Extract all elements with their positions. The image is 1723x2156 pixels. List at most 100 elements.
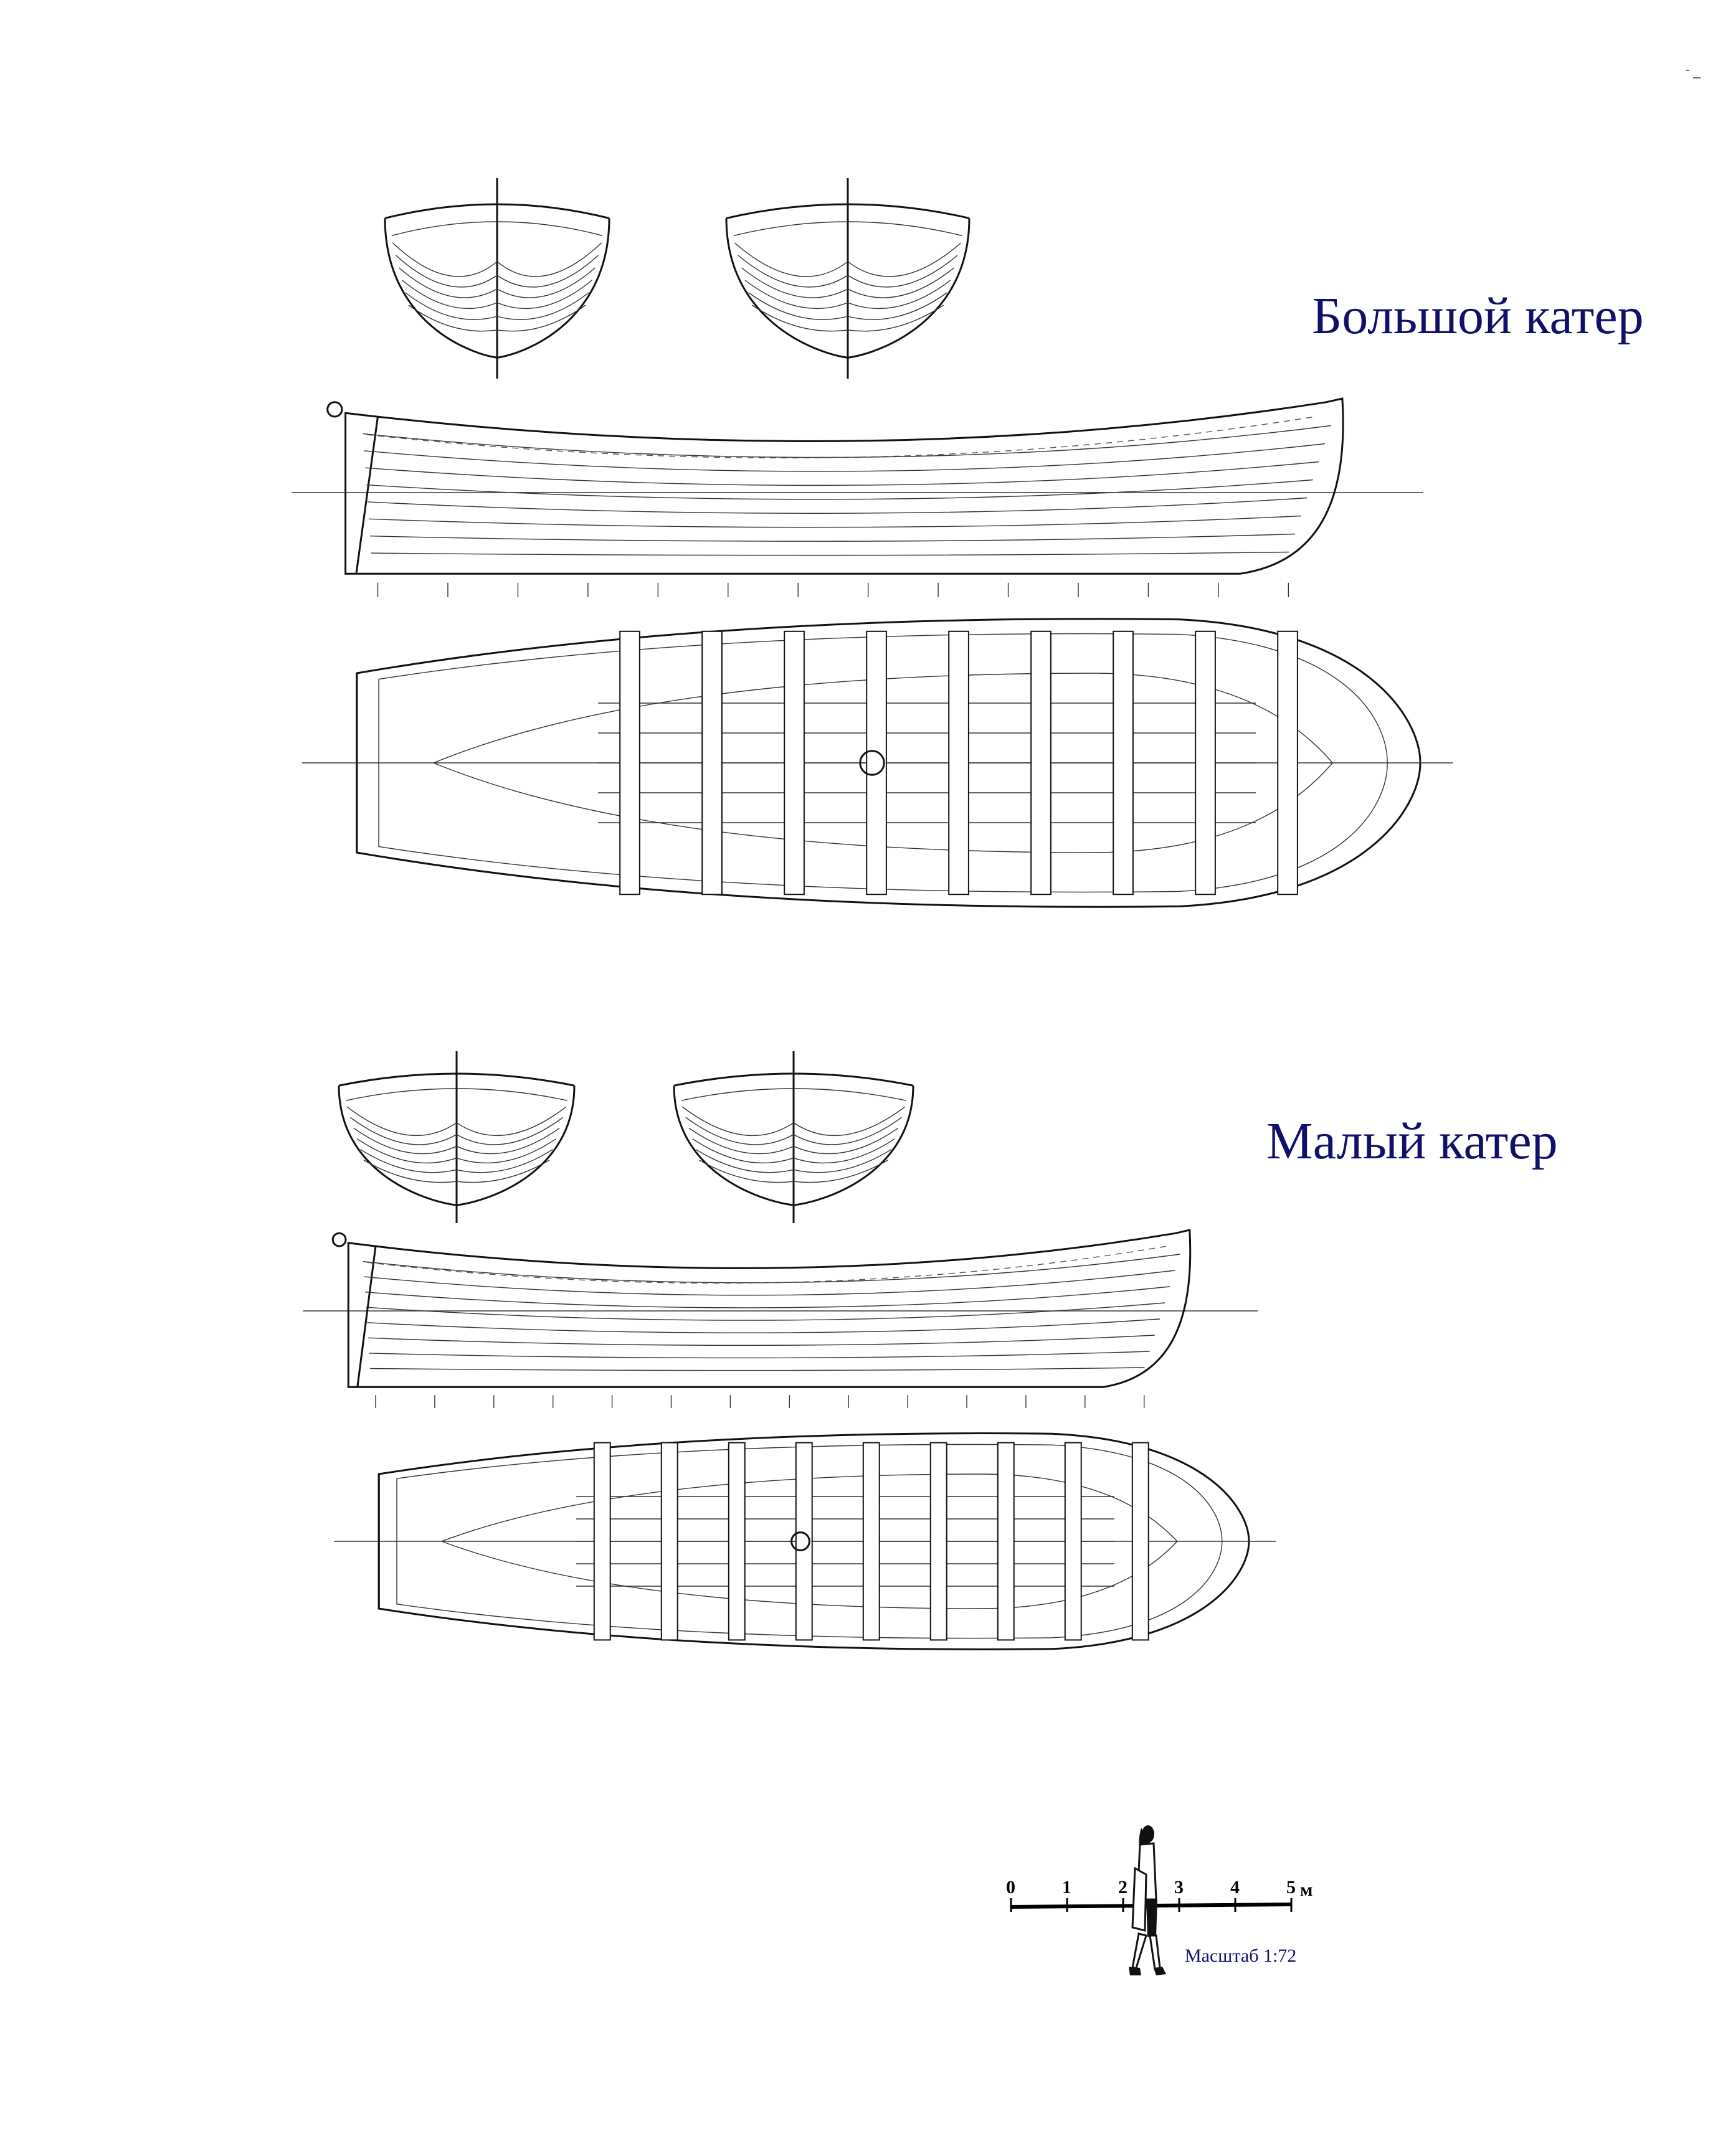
- thwart: [1064, 1442, 1082, 1641]
- large-boat-bow-section: [725, 178, 971, 379]
- large-boat-profile: [292, 397, 1423, 597]
- scale-bar: 0 1 2 3 4 5 м Масштаб 1:72: [1006, 1825, 1312, 1975]
- frame-line: [751, 305, 848, 332]
- small-boat-bow-section: [673, 1051, 914, 1223]
- floorboard-outline: [433, 673, 1334, 853]
- frame-line: [681, 1106, 794, 1137]
- scale-tick-label: 1: [1062, 1877, 1071, 1898]
- frame-line: [738, 255, 848, 288]
- frame-line: [793, 1160, 888, 1183]
- frame-line: [456, 1160, 550, 1183]
- thwart: [1277, 630, 1298, 896]
- thwart: [701, 630, 723, 896]
- frame-line: [496, 255, 599, 288]
- frame-line: [847, 267, 954, 298]
- thwart: [997, 1442, 1015, 1641]
- frame-line: [399, 267, 498, 298]
- floorboard-outline: [441, 1473, 1178, 1609]
- frame-line: [695, 1149, 794, 1173]
- frame-line: [396, 255, 498, 288]
- rudder-head: [326, 401, 343, 418]
- plank-line: [369, 533, 1295, 542]
- thwart: [1030, 630, 1051, 896]
- scale-tick-label: 3: [1174, 1877, 1184, 1898]
- mast-step: [859, 750, 885, 776]
- frame-line: [793, 1127, 899, 1155]
- scale-tick-label: 5: [1286, 1877, 1296, 1898]
- human-figure-icon: [1129, 1825, 1166, 1975]
- frame-line: [392, 242, 498, 277]
- frame-line: [456, 1106, 567, 1137]
- frame-line: [793, 1117, 902, 1145]
- large-boat-plan: [301, 618, 1453, 908]
- thwart: [784, 630, 805, 896]
- plank-line: [367, 1318, 1160, 1333]
- scale-tick-label: 0: [1006, 1877, 1015, 1898]
- frame-line: [847, 292, 947, 320]
- thwart: [593, 1442, 611, 1641]
- plank-line: [363, 425, 1331, 458]
- frame-line: [496, 242, 602, 277]
- frame-line: [496, 267, 596, 298]
- frame-line: [456, 1127, 560, 1155]
- frame-line: [456, 1117, 564, 1145]
- hull-profile-outline: [344, 397, 1344, 575]
- plank-line: [364, 1286, 1170, 1308]
- frame-line: [408, 305, 498, 332]
- stern-post: [356, 1246, 377, 1388]
- scale-tick-label: 2: [1118, 1877, 1127, 1898]
- thwart: [619, 630, 640, 896]
- thwart: [862, 1442, 880, 1641]
- small-boat-profile: [303, 1229, 1258, 1408]
- scale-unit: м: [1300, 1879, 1312, 1900]
- frame-line: [456, 1138, 557, 1164]
- frame-line: [496, 280, 592, 310]
- plank-line: [366, 479, 1313, 500]
- large-boat-stern-section: [384, 178, 610, 379]
- frame-line: [847, 242, 962, 277]
- thwart: [1195, 630, 1216, 896]
- corner-mark: [1686, 70, 1701, 78]
- frame-line: [356, 1138, 457, 1164]
- thwart: [728, 1442, 746, 1641]
- thwart: [660, 1442, 678, 1641]
- frame-line: [688, 1127, 794, 1155]
- frame-line: [346, 1106, 457, 1137]
- plank-line: [368, 497, 1308, 514]
- frame-line: [405, 292, 498, 320]
- plank-line: [368, 1335, 1155, 1346]
- plank-line: [369, 1351, 1150, 1359]
- large-boat-drawings: [292, 178, 1453, 908]
- scale-caption: Масштаб 1:72: [1185, 1946, 1296, 1966]
- plank-line: [366, 1302, 1165, 1321]
- plank-line: [365, 461, 1319, 486]
- frame-line: [360, 1149, 457, 1173]
- frame-line: [699, 1160, 794, 1183]
- inner-sheer-line: [366, 1246, 1167, 1284]
- plank-line: [370, 1367, 1145, 1371]
- stern-post: [355, 416, 379, 574]
- frame-line: [793, 1138, 895, 1164]
- thwart: [948, 630, 969, 896]
- frame-line: [847, 305, 944, 332]
- plank-line: [371, 551, 1289, 556]
- inner-sheer-line: [367, 416, 1316, 458]
- plank-line: [364, 1270, 1175, 1296]
- frame-line: [793, 1149, 892, 1173]
- scale-tick-label: 4: [1230, 1877, 1240, 1898]
- large-boat-title: Большой катер: [1312, 287, 1644, 345]
- thwart: [1131, 1442, 1149, 1641]
- rudder-head: [331, 1232, 347, 1247]
- plank-line: [364, 443, 1326, 472]
- frame-line: [748, 292, 848, 320]
- frame-line: [349, 1117, 457, 1145]
- frame-line: [685, 1117, 794, 1145]
- plank-line: [369, 515, 1301, 528]
- thwart: [1113, 630, 1134, 896]
- frame-line: [496, 292, 589, 320]
- frame-line: [692, 1138, 794, 1164]
- frame-line: [496, 305, 586, 332]
- frame-line: [734, 242, 848, 277]
- frame-line: [744, 280, 848, 310]
